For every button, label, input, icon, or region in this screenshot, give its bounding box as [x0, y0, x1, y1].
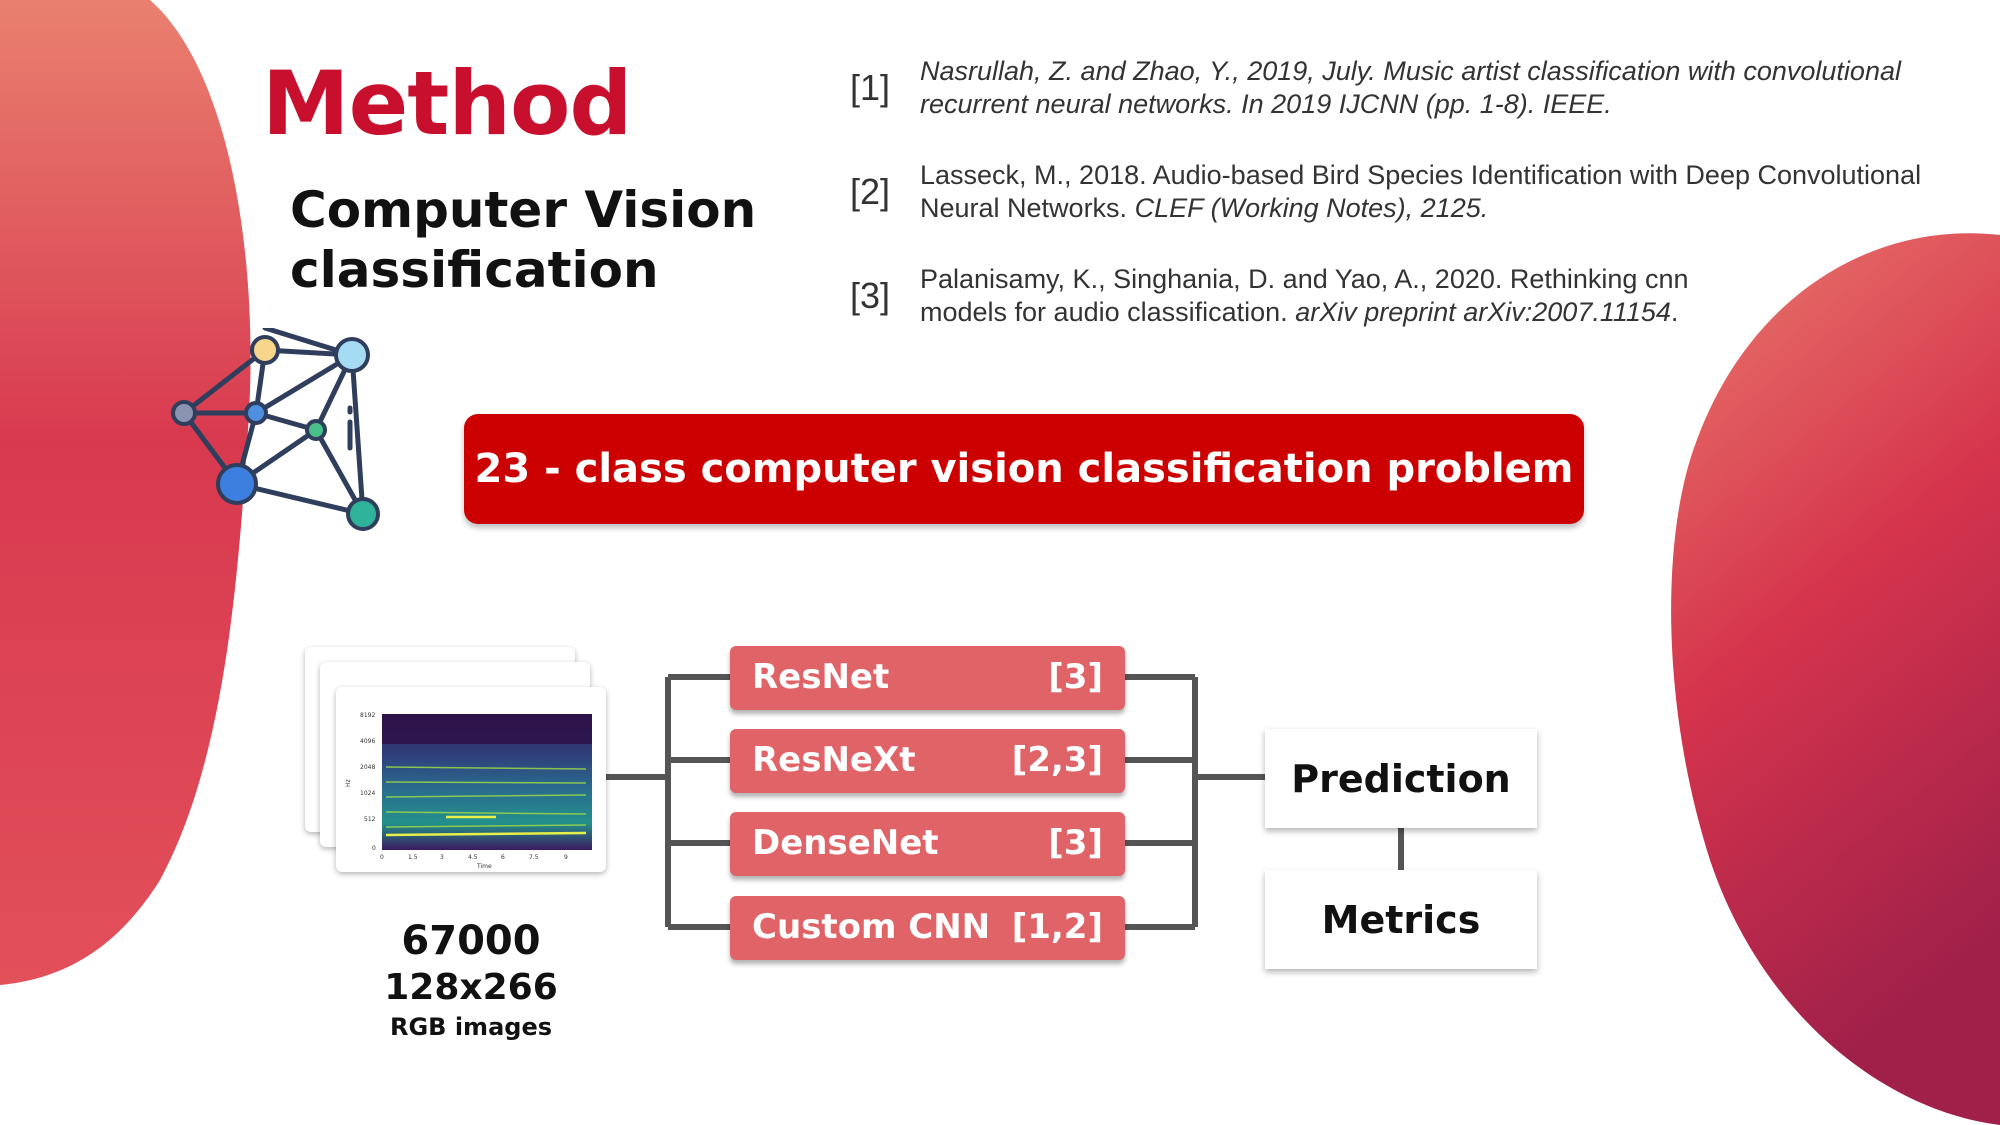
y-tick: 1024	[360, 790, 375, 797]
reference-text-line: recurrent neural networks. In 2019 IJCNN…	[920, 89, 1612, 119]
subtitle-line-1: Computer Vision	[290, 181, 757, 239]
x-tick: 6	[501, 854, 505, 861]
prediction-box: Prediction	[1265, 729, 1537, 828]
model-citation: [2,3]	[1011, 740, 1103, 780]
model-densenet: DenseNet [3]	[730, 812, 1125, 876]
reference-text-line: Palanisamy, K., Singhania, D. and Yao, A…	[920, 264, 1689, 294]
reference-1: [1] Nasrullah, Z. and Zhao, Y., 2019, Ju…	[850, 55, 1980, 135]
reference-text-line: Lasseck, M., 2018. Audio-based Bird Spec…	[920, 160, 1922, 190]
reference-3: [3] Palanisamy, K., Singhania, D. and Ya…	[850, 263, 1980, 343]
x-tick: 3	[440, 854, 444, 861]
right-blob	[1671, 233, 2000, 1125]
model-name: DenseNet	[752, 823, 939, 863]
x-tick: 0	[380, 854, 384, 861]
dataset-count: 67000	[401, 918, 541, 964]
model-name: Custom CNN	[752, 907, 991, 947]
dataset-size: 128x266	[384, 967, 558, 1008]
subtitle-line-2: classification	[290, 241, 659, 299]
metrics-box: Metrics	[1265, 870, 1537, 969]
model-citation: [3]	[1048, 657, 1103, 697]
left-blob	[0, 0, 251, 985]
y-tick: 0	[372, 845, 376, 852]
model-resnext: ResNeXt [2,3]	[730, 729, 1125, 793]
y-tick: 8192	[360, 712, 375, 719]
x-tick: 4.5	[468, 854, 478, 861]
reference-2: [2] Lasseck, M., 2018. Audio-based Bird …	[850, 159, 1980, 239]
y-tick: 2048	[360, 764, 375, 771]
y-tick: 512	[364, 816, 376, 823]
reference-number: [3]	[850, 275, 891, 316]
x-axis-label: Time	[476, 863, 492, 870]
y-axis-label: Hz	[345, 779, 352, 787]
spectrogram-card: 8192 4096 2048 1024 512 0 Hz 0 1.5 3 4.5…	[336, 687, 606, 872]
x-tick: 1.5	[408, 854, 418, 861]
reference-number: [2]	[850, 171, 891, 212]
model-name: ResNet	[752, 657, 890, 697]
model-name: ResNeXt	[752, 740, 916, 780]
problem-banner: 23 - class computer vision classificatio…	[464, 414, 1584, 524]
spectrogram-image: 8192 4096 2048 1024 512 0 Hz 0 1.5 3 4.5…	[345, 712, 592, 870]
model-custom-cnn: Custom CNN [1,2]	[730, 896, 1125, 960]
model-citation: [3]	[1048, 823, 1103, 863]
reference-text-line: models for audio classification. arXiv p…	[920, 297, 1679, 327]
reference-number: [1]	[850, 67, 891, 108]
reference-text-line: Neural Networks. CLEF (Working Notes), 2…	[920, 193, 1489, 223]
neural-network-icon	[171, 328, 380, 531]
dataset-kind: RGB images	[390, 1013, 552, 1041]
x-tick: 9	[564, 854, 568, 861]
page-title: Method	[262, 52, 632, 155]
model-citation: [1,2]	[1011, 907, 1103, 947]
section-subtitle: Computer Vision classification	[290, 180, 756, 300]
y-tick: 4096	[360, 738, 375, 745]
model-resnet: ResNet [3]	[730, 646, 1125, 710]
x-tick: 7.5	[529, 854, 539, 861]
reference-text-line: Nasrullah, Z. and Zhao, Y., 2019, July. …	[920, 56, 1901, 86]
